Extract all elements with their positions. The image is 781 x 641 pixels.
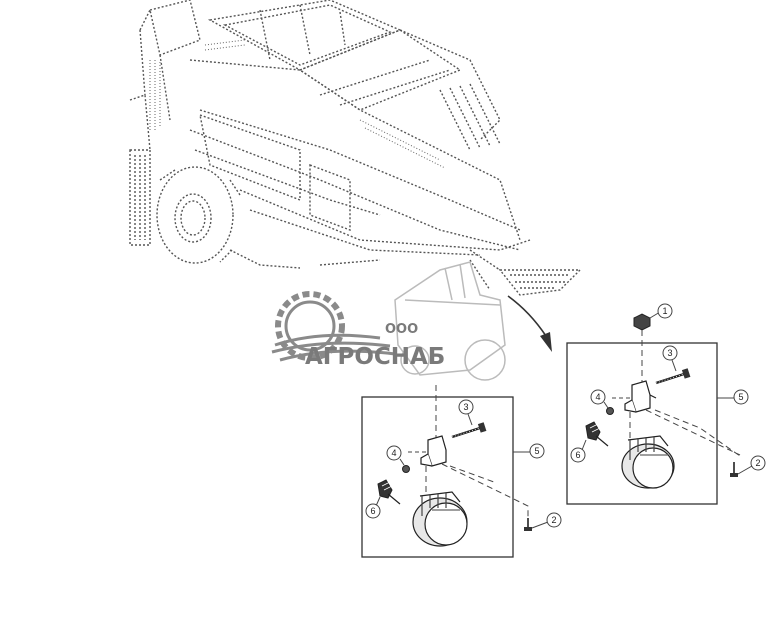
combine-silhouette [394,261,506,381]
callout-4-right: 4 [590,389,609,409]
screw-left [524,518,532,531]
callout-6-left: 6 [365,496,381,519]
callout-1-right: 1 [649,303,673,319]
callout-5-right: 5 [717,389,749,405]
svg-text:6: 6 [370,506,375,516]
watermark-prefix: ООО [385,322,418,337]
svg-text:3: 3 [463,402,468,412]
harvester-hatching [149,39,446,169]
callout-5-left: 5 [513,443,545,459]
callout-6-right: 6 [570,439,587,463]
svg-text:6: 6 [575,450,580,460]
callout-4-left: 4 [386,445,405,466]
screw-right [730,462,738,477]
work-light-left [412,491,468,547]
callout-2-left: 2 [531,512,562,529]
bolt-left [451,422,487,439]
detail-panel-right: 1 3 4 5 6 2 [566,303,766,505]
bracket-right [624,380,657,413]
detail-panel-left: 3 4 5 6 2 [361,385,562,558]
bracket-left [420,435,447,467]
svg-text:5: 5 [738,392,743,402]
work-light-right [621,435,675,489]
svg-text:3: 3 [667,348,672,358]
callout-3-left: 3 [458,399,474,426]
connector-right [585,421,609,447]
small-nut-left [402,465,410,473]
bolt-right [655,368,691,385]
small-nut-right [606,407,614,415]
nut-right [633,313,651,331]
callout-3-right: 3 [662,345,678,372]
callout-2-right: 2 [737,455,766,475]
svg-text:1: 1 [662,306,667,316]
detail-arrow [507,295,552,352]
svg-text:2: 2 [755,458,760,468]
field-stripes [271,333,396,362]
watermark-logo: ООО АГРОСНАБ [271,261,506,381]
gear-icon [275,291,345,361]
connector-left [377,479,401,505]
svg-text:5: 5 [534,446,539,456]
svg-text:2: 2 [551,515,556,525]
svg-text:4: 4 [595,392,600,402]
svg-text:4: 4 [391,448,396,458]
combine-harvester-illustration [129,0,582,296]
watermark-name: АГРОСНАБ [305,344,445,370]
